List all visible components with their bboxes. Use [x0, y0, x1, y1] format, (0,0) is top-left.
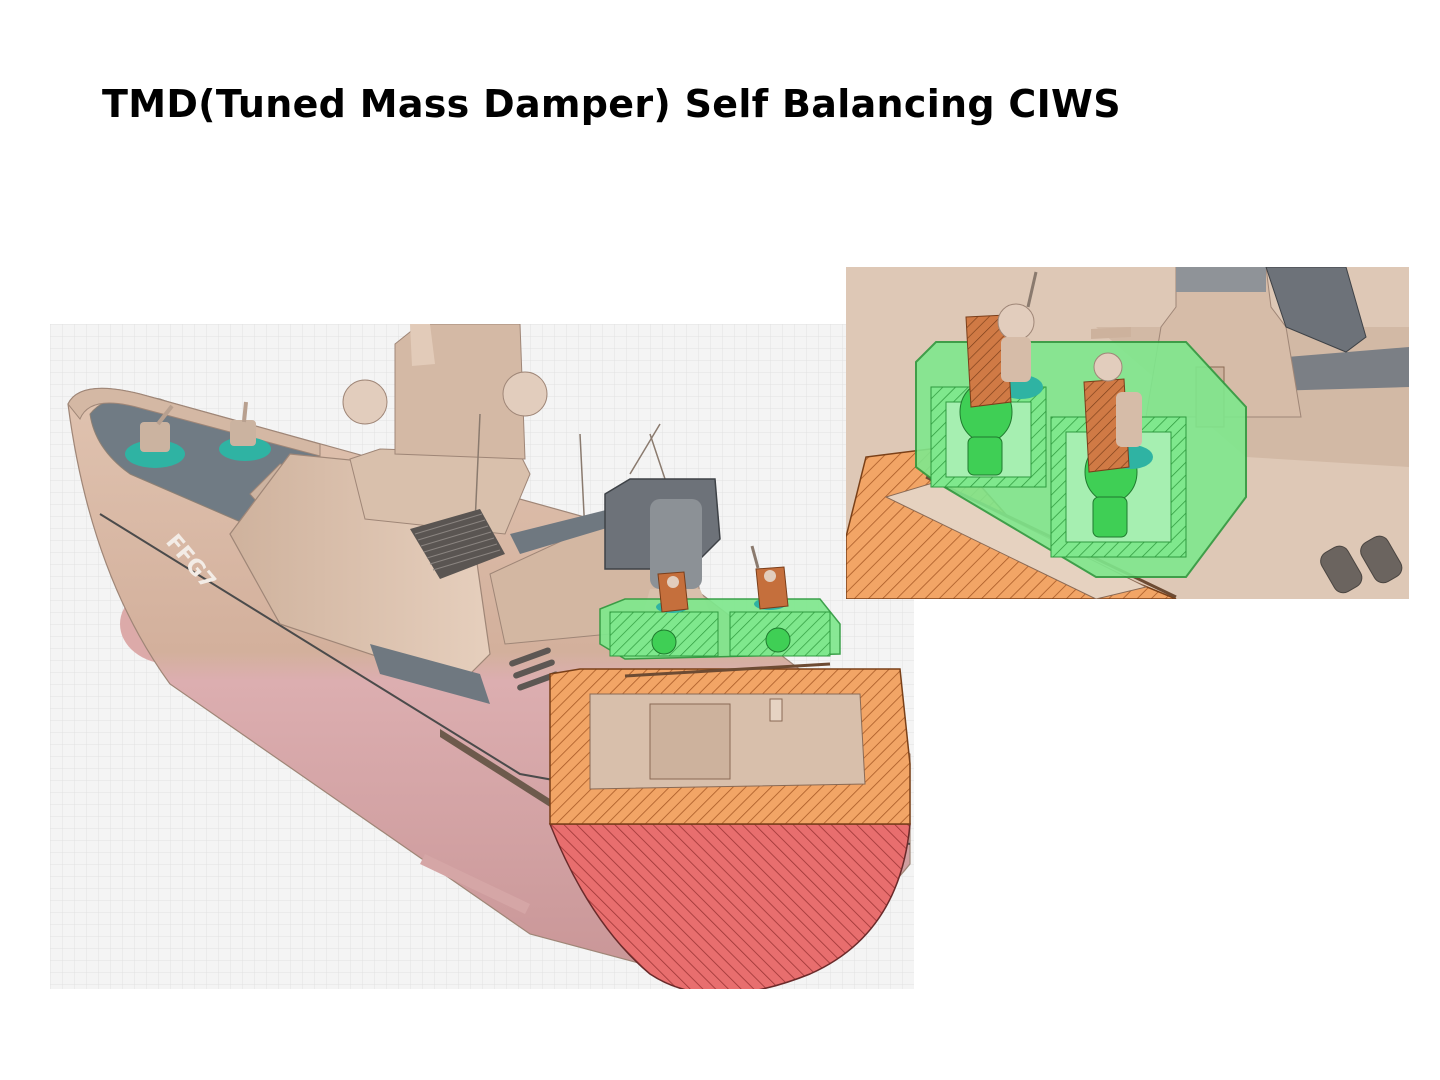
ciws-gun-2 [755, 566, 789, 610]
ciws-radome-2 [764, 570, 776, 582]
antenna-1 [474, 413, 481, 525]
interior-door [769, 698, 783, 722]
detail-ciws-body-1 [1001, 337, 1031, 382]
detail-vents [1320, 535, 1403, 594]
detail-ciws-top-2 [1091, 327, 1131, 339]
ship-cutaway-illustration: FFG7 [50, 324, 914, 989]
side-walkway [370, 644, 490, 704]
keel-fin [420, 854, 530, 914]
mast-top [410, 324, 435, 366]
detail-ciws-barrel-1 [1026, 271, 1038, 308]
upper-deck-strip [510, 509, 620, 554]
detail-tmd-base-2 [1092, 496, 1128, 538]
detail-tmd-base-1 [967, 436, 1003, 476]
ship-cutaway-figure: FFG7 [50, 324, 914, 989]
interior-column [649, 703, 731, 780]
antenna-4 [629, 423, 661, 475]
detail-ciws-gun-1 [965, 314, 1012, 408]
section-below-waterline [548, 823, 911, 989]
fwd-gun-2 [230, 420, 256, 446]
slide-title: TMD(Tuned Mass Damper) Self Balancing CI… [102, 82, 1121, 126]
fwd-barrel-1 [156, 404, 174, 426]
lower-side-rail [440, 729, 550, 807]
deck-beam [624, 662, 831, 678]
grille-lines [414, 513, 501, 571]
detail-radar-panel [1265, 267, 1367, 353]
tmd-detail-illustration [846, 267, 1409, 599]
tmd-detail-figure [846, 267, 1409, 599]
detail-ciws-radome-2 [1093, 352, 1123, 382]
detail-mast-top [1176, 267, 1266, 292]
detail-ciws-body-2 [1116, 392, 1142, 447]
aft-radar-mast [650, 499, 702, 589]
side-vents [509, 647, 559, 691]
bridge-block [349, 448, 531, 535]
ciws-barrel-2 [750, 545, 760, 569]
tmd-mass-1 [651, 629, 677, 655]
radar-dome-starboard [502, 371, 548, 417]
exhaust-grille [410, 509, 505, 579]
fwd-barrel-2 [242, 401, 248, 423]
radar-dome-port [342, 379, 388, 425]
detail-interior [884, 481, 1148, 599]
fwd-gun-1 [140, 422, 170, 452]
ciws-radome-1 [667, 576, 679, 588]
detail-ciws-radome-1 [997, 303, 1035, 341]
tmd-mass-2 [765, 627, 791, 653]
ciws-gun-1 [657, 571, 689, 613]
